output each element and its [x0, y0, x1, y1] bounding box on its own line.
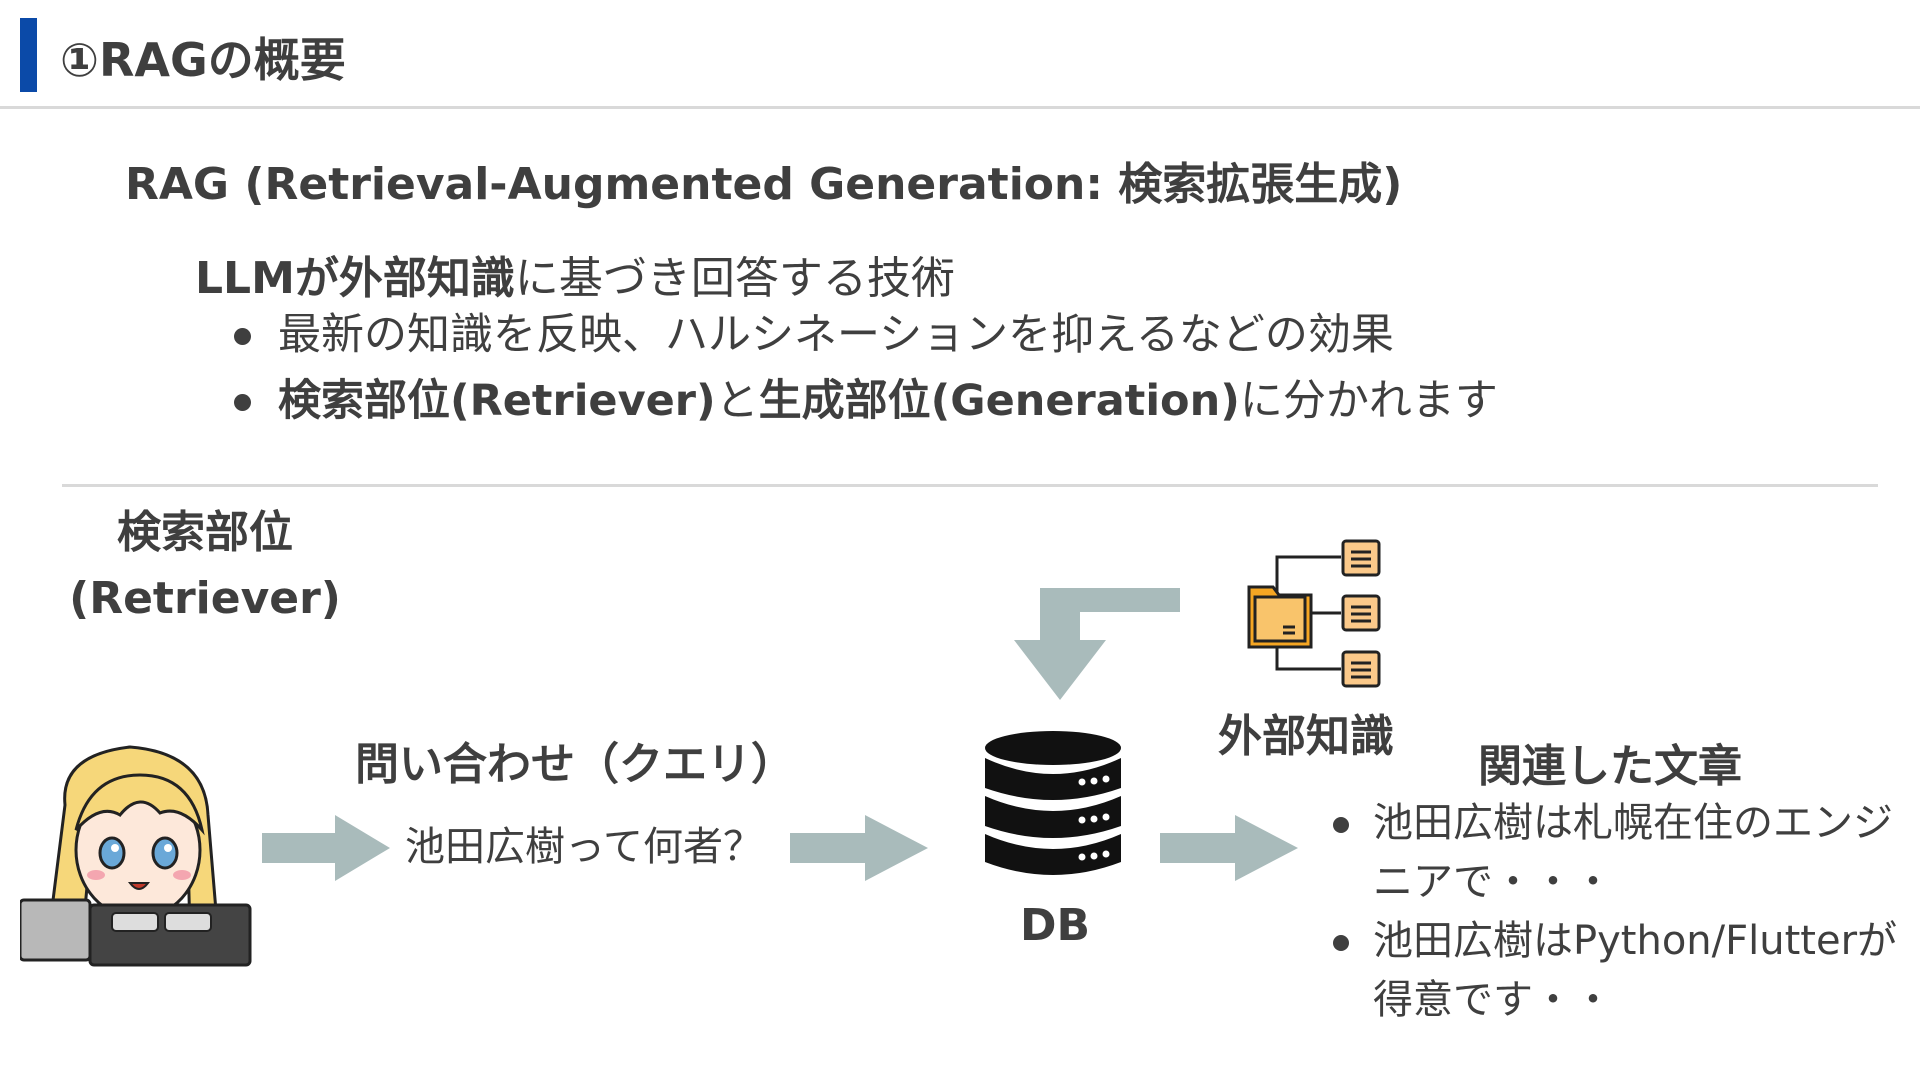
- title-divider: [0, 106, 1920, 109]
- rag-definition-heading: RAG (Retrieval-Augmented Generation: 検索拡…: [125, 159, 1403, 210]
- bullet-components: 検索部位(Retriever)と生成部位(Generation)に分かれます: [230, 368, 1498, 434]
- related-documents-list: 池田広樹は札幌在住のエンジニアで・・・ 池田広樹はPython/Flutterが…: [1325, 794, 1905, 1030]
- arrow-db-to-related: [1160, 815, 1298, 881]
- arrow-query-to-db: [790, 815, 928, 881]
- lead-llm: LLMが: [195, 253, 339, 304]
- retriever-title-line1: 検索部位: [117, 507, 293, 558]
- external-knowledge-label: 外部知識: [1218, 711, 1394, 762]
- bullet-effects: 最新の知識を反映、ハルシネーションを抑えるなどの効果: [230, 302, 1498, 368]
- lead-external-knowledge: 外部知識: [338, 253, 515, 304]
- arrow-external-to-db: [1014, 588, 1180, 700]
- related-item: 池田広樹は札幌在住のエンジニアで・・・: [1325, 794, 1905, 912]
- arrow-user-to-query: [262, 815, 390, 881]
- bullet-retriever: 検索部位(Retriever): [278, 376, 716, 426]
- related-item: 池田広樹はPython/Flutterが得意です・・: [1325, 912, 1905, 1030]
- section-divider: [62, 484, 1878, 487]
- retriever-title-line2: (Retriever): [69, 573, 341, 624]
- title-accent-bar: [20, 18, 37, 92]
- bullet-end: に分かれます: [1239, 376, 1498, 426]
- girl-at-laptop-illustration: [20, 745, 252, 967]
- lead-sentence: LLMが外部知識に基づき回答する技術: [195, 242, 955, 306]
- bullet-and: と: [715, 376, 759, 426]
- query-example-text: 池田広樹って何者？: [405, 824, 763, 870]
- lead-rest: に基づき回答する技術: [514, 253, 955, 304]
- query-label: 問い合わせ（クエリ）: [355, 739, 795, 790]
- related-documents-label: 関連した文章: [1478, 741, 1742, 792]
- db-label: DB: [1020, 900, 1091, 951]
- feature-bullets: 最新の知識を反映、ハルシネーションを抑えるなどの効果 検索部位(Retrieve…: [230, 302, 1498, 434]
- retriever-section-title: 検索部位 (Retriever): [60, 500, 350, 632]
- bullet-generation: 生成部位(Generation): [758, 376, 1240, 426]
- folder-tree-documents-icon: [1247, 539, 1381, 688]
- slide-title: ①RAGの概要: [60, 33, 346, 87]
- bullet-effects-text: 最新の知識を反映、ハルシネーションを抑えるなどの効果: [278, 310, 1394, 360]
- database-icon: [985, 731, 1121, 875]
